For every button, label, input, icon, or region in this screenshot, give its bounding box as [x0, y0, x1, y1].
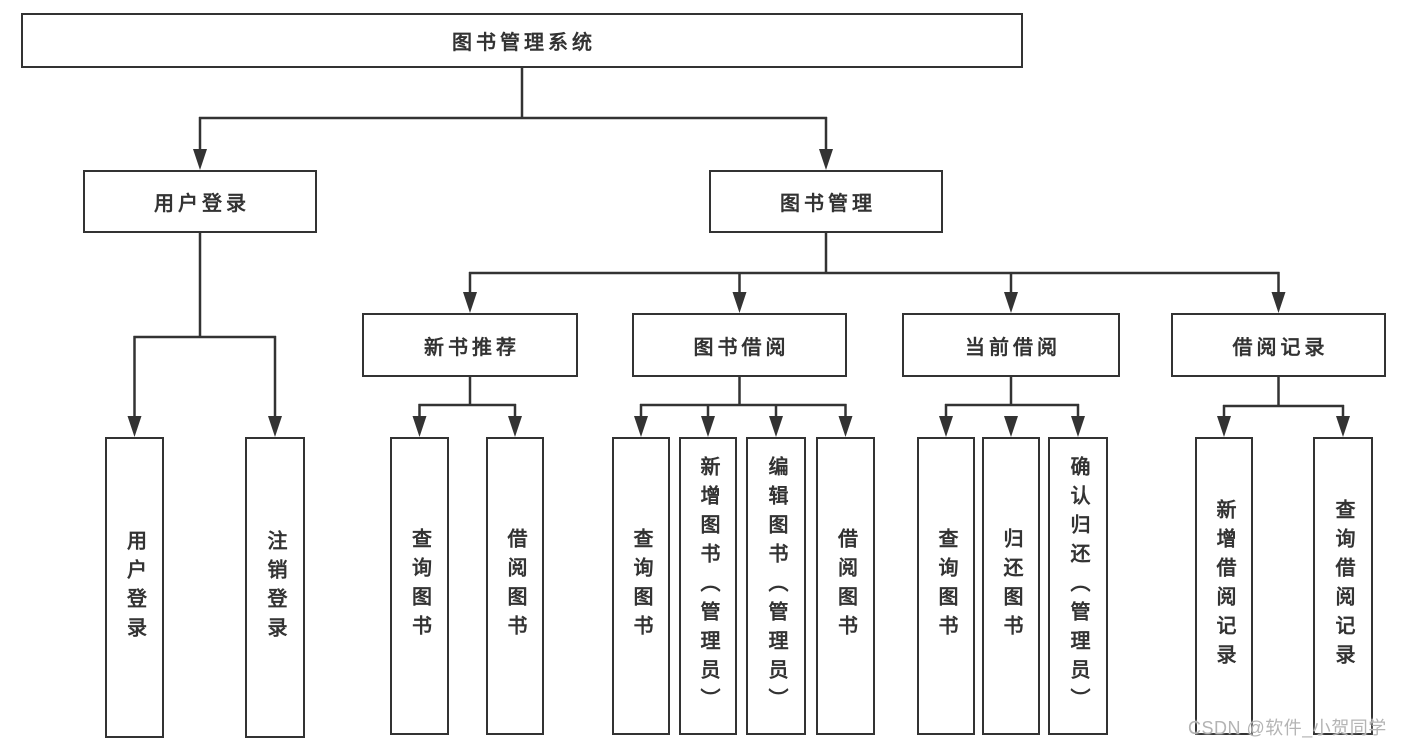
- arrow-down-icon: [463, 292, 477, 313]
- connector-newbook-to-leaves: [418, 377, 517, 419]
- leaf-label: 查询图书: [630, 528, 652, 644]
- leaf-query-books-1: 查询图书: [390, 437, 449, 735]
- leaf-label: 编辑图书（管理员）: [765, 455, 787, 717]
- arrow-down-icon: [193, 149, 207, 170]
- leaf-query-books-3: 查询图书: [917, 437, 975, 735]
- leaf-user-login: 用户登录: [105, 437, 164, 738]
- leaf-query-borrow-record: 查询借阅记录: [1313, 437, 1373, 735]
- arrow-down-icon: [412, 416, 427, 437]
- node-book-borrowing: 图书借阅: [632, 313, 847, 377]
- leaf-add-books-admin: 新增图书（管理员）: [679, 437, 737, 735]
- arrow-down-icon: [1004, 292, 1018, 313]
- leaf-edit-books-admin: 编辑图书（管理员）: [746, 437, 806, 735]
- leaf-label: 查询图书: [935, 528, 957, 644]
- node-borrowing-records: 借阅记录: [1171, 313, 1386, 377]
- leaf-label: 注销登录: [264, 529, 286, 646]
- node-new-book-recommendation: 新书推荐: [362, 313, 578, 377]
- connector-bookmgmt-to-level3: [468, 233, 1280, 295]
- leaf-label: 查询图书: [408, 528, 431, 644]
- node-current-borrowing: 当前借阅: [902, 313, 1120, 377]
- node-user-login: 用户登录: [83, 170, 317, 233]
- leaf-label: 新增图书（管理员）: [697, 455, 719, 717]
- node-label: 用户登录: [154, 193, 250, 215]
- arrow-down-icon: [634, 416, 648, 437]
- connector-userlogin-to-leaves: [133, 233, 277, 419]
- leaf-label: 归还图书: [1000, 528, 1022, 644]
- leaf-return-books: 归还图书: [982, 437, 1040, 735]
- arrow-down-icon: [769, 416, 783, 437]
- leaf-borrow-books-1: 借阅图书: [486, 437, 544, 735]
- leaf-add-borrow-record: 新增借阅记录: [1195, 437, 1253, 735]
- arrow-down-icon: [939, 416, 953, 437]
- arrow-down-icon: [508, 416, 522, 437]
- leaf-label: 借阅图书: [504, 528, 526, 644]
- leaf-label: 查询借阅记录: [1332, 499, 1354, 673]
- node-label: 图书管理系统: [452, 32, 596, 54]
- arrow-down-icon: [701, 416, 715, 437]
- arrow-down-icon: [838, 416, 853, 437]
- connector-bookborrow-to-leaves: [639, 377, 847, 419]
- arrow-down-icon: [1336, 416, 1350, 437]
- arrow-down-icon: [1271, 292, 1286, 313]
- connector-root-to-level2: [198, 68, 828, 152]
- arrowheads: [127, 149, 1350, 437]
- arrow-down-icon: [819, 149, 833, 170]
- arrow-down-icon: [732, 292, 747, 313]
- arrow-down-icon: [1217, 416, 1231, 437]
- node-label: 图书管理: [780, 193, 876, 215]
- leaf-label: 借阅图书: [834, 528, 857, 644]
- node-label: 当前借阅: [965, 336, 1061, 359]
- arrow-down-icon: [268, 416, 282, 437]
- connector-borrowrecord-to-leaves: [1222, 377, 1345, 419]
- leaf-borrow-books-2: 借阅图书: [816, 437, 875, 735]
- leaf-query-books-2: 查询图书: [612, 437, 670, 735]
- watermark: CSDN @软件_小贺同学: [1188, 718, 1387, 738]
- leaf-logout: 注销登录: [245, 437, 305, 738]
- leaf-label: 用户登录: [123, 529, 146, 646]
- arrow-down-icon: [127, 416, 142, 437]
- node-label: 新书推荐: [424, 336, 520, 359]
- leaf-label: 确认归还（管理员）: [1067, 455, 1089, 717]
- leaf-label: 新增借阅记录: [1213, 499, 1235, 673]
- node-root-library-system: 图书管理系统: [21, 13, 1023, 68]
- arrow-down-icon: [1004, 416, 1018, 437]
- node-label: 图书借阅: [693, 336, 790, 359]
- arrow-down-icon: [1071, 416, 1085, 437]
- connector-currentborrow-to-leaves: [944, 377, 1080, 419]
- leaf-confirm-return-admin: 确认归还（管理员）: [1048, 437, 1108, 735]
- node-book-management: 图书管理: [709, 170, 943, 233]
- node-label: 借阅记录: [1232, 336, 1329, 359]
